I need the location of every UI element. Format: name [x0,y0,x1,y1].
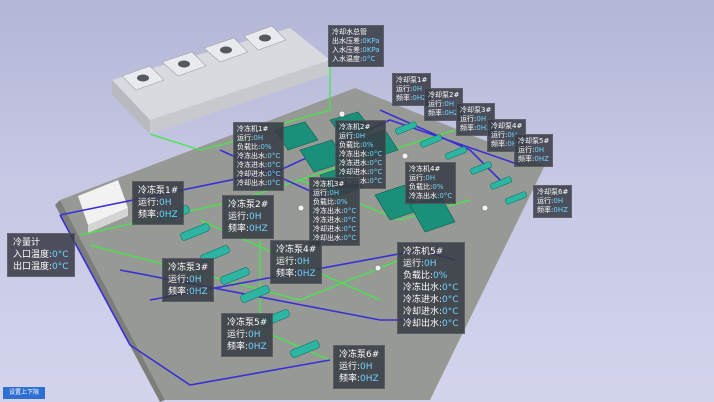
cooling-pump-5-panel[interactable]: 冷却泵5# 运行:0H 频率:0HZ [514,134,554,167]
meter-title: 冷量计 [13,238,41,248]
wall-block-side [88,208,128,233]
chill-pump-6-panel[interactable]: 冷冻泵6# 运行:0H 频率:0HZ [333,345,386,389]
panel-title: 冷却水总管 [332,28,367,36]
valve-icon [297,110,489,272]
chill-pump-5-panel[interactable]: 冷冻泵5# 运行:0H 频率:0HZ [221,313,274,357]
cooling-water-main-panel[interactable]: 冷却水总管 出水压差:0KPa 入水压差:0KPa 入水温度:0°C [328,25,384,67]
cooling-meter-panel[interactable]: 冷量计 入口温度:0°C 出口温度:0°C [7,233,75,277]
chill-pump-1-panel[interactable]: 冷冻泵1# 运行:0H 频率:0HZ [132,181,185,225]
chiller-1-panel[interactable]: 冷冻机1# 运行:0H 负载比:0% 冷冻出水:0°C 冷冻进水:0°C 冷却进… [233,122,285,191]
wall-block [78,180,128,225]
floor-edge [55,200,165,402]
chill-pump-2-panel[interactable]: 冷冻泵2# 运行:0H 频率:0HZ [222,195,275,239]
chiller-3-panel[interactable]: 冷冻机3# 运行:0H 负载比:0% 冷冻出水:0°C 冷冻进水:0°C 冷却进… [309,177,361,246]
cooling-pump-6-panel[interactable]: 冷却泵6# 运行:0H 频率:0HZ [533,185,573,218]
chill-pump-4-panel[interactable]: 冷冻泵4# 运行:0H 频率:0HZ [270,240,323,284]
chiller-4-panel[interactable]: 冷冻机4# 运行:0H 负载比:0% 冷冻出水:0°C [405,162,457,204]
set-limits-button[interactable]: 设置上下限 [3,387,46,399]
chiller-5-panel[interactable]: 冷冻机5# 运行:0H 负载比:0% 冷冻出水:0°C 冷冻进水:0°C 冷却进… [397,242,465,334]
chill-pump-3-panel[interactable]: 冷冻泵3# 运行:0H 频率:0HZ [162,258,215,302]
cooling-tower-icon [112,25,330,134]
